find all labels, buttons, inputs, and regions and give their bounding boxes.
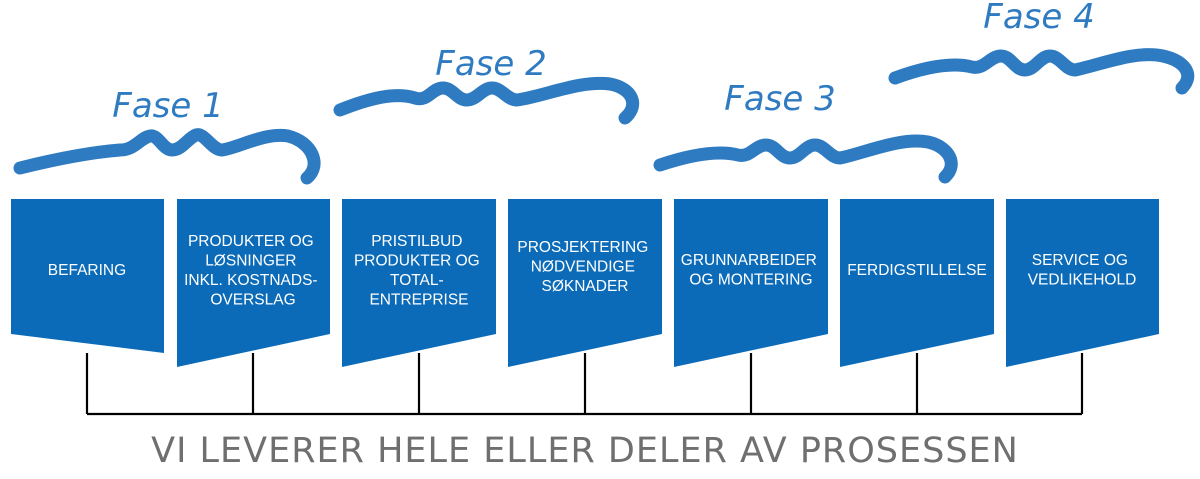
step-befaring: BEFARING: [11, 199, 164, 353]
step-label-line: TOTAL-: [390, 272, 444, 289]
step-label-line: OG MONTERING: [689, 272, 812, 289]
step-produkter-og-losninger: PRODUKTER OG LØSNINGER INKL. KOSTNADS- O…: [177, 199, 330, 367]
step-label-line: OVERSLAG: [210, 292, 295, 309]
step-label-line: PRODUKTER OG: [188, 233, 314, 250]
phase-3-swoosh: [653, 134, 958, 184]
svg-text:PRISTILBUD PRODUKTER OG: PRISTILBUD PRODUKTER OG TOTAL- ENTREPRIS…: [354, 233, 484, 309]
phase-4-swoosh: [888, 48, 1195, 95]
phase-1-label: Fase 1: [112, 86, 223, 126]
svg-text:FERDIGSTILLELSE: FERDIGSTILLELSE: [847, 262, 987, 279]
step-label-line: FERDIGSTILLELSE: [847, 262, 987, 279]
step-pristilbud: PRISTILBUD PRODUKTER OG TOTAL- ENTREPRIS…: [342, 199, 496, 367]
step-prosjektering: PROSJEKTERING NØDVENDIGE SØKNADER: [508, 199, 662, 367]
step-label-line: SØKNADER: [542, 278, 629, 295]
phase-3-label: Fase 3: [724, 79, 835, 119]
svg-text:SERVICE OG VEDLIKEHOLD: SERVICE OG VEDLIKEHOLD: [1028, 252, 1137, 289]
step-label-line: INKL. KOSTNADS-: [184, 272, 318, 289]
svg-text:BEFARING: BEFARING: [48, 262, 126, 279]
phase-4-label: Fase 4: [983, 0, 1094, 37]
footer-caption: VI LEVERER HELE ELLER DELER AV PROSESSEN: [151, 431, 1019, 471]
step-label-line: NØDVENDIGE: [531, 259, 635, 276]
step-label-line: LØSNINGER: [205, 253, 296, 270]
step-label-line: GRUNNARBEIDER: [681, 252, 817, 269]
step-label-line: ENTREPRISE: [369, 292, 468, 309]
step-label-line: PROSJEKTERING: [517, 239, 648, 256]
svg-text:GRUNNARBEIDER OG MONTERI: GRUNNARBEIDER OG MONTERING: [681, 252, 821, 289]
step-service: SERVICE OG VEDLIKEHOLD: [1006, 199, 1159, 367]
svg-text:PROSJEKTERING NØDVENDIGE: PROSJEKTERING NØDVENDIGE SØKNADER: [517, 239, 652, 295]
svg-text:PRODUKTER OG LØSNINGER: PRODUKTER OG LØSNINGER INKL. KOSTNADS- O…: [184, 233, 322, 309]
step-label-line: BEFARING: [48, 262, 126, 279]
phase-1-swoosh: [13, 128, 321, 185]
step-grunnarbeider: GRUNNARBEIDER OG MONTERING: [674, 199, 828, 367]
phase-2-label: Fase 2: [435, 44, 546, 84]
step-label-line: SERVICE OG: [1032, 252, 1128, 269]
step-label-line: VEDLIKEHOLD: [1028, 272, 1137, 289]
step-label-line: PRODUKTER OG: [354, 253, 480, 270]
step-ferdigstillelse: FERDIGSTILLELSE: [840, 199, 994, 367]
step-label-line: PRISTILBUD: [371, 233, 462, 250]
phase-2-swoosh: [333, 76, 640, 125]
